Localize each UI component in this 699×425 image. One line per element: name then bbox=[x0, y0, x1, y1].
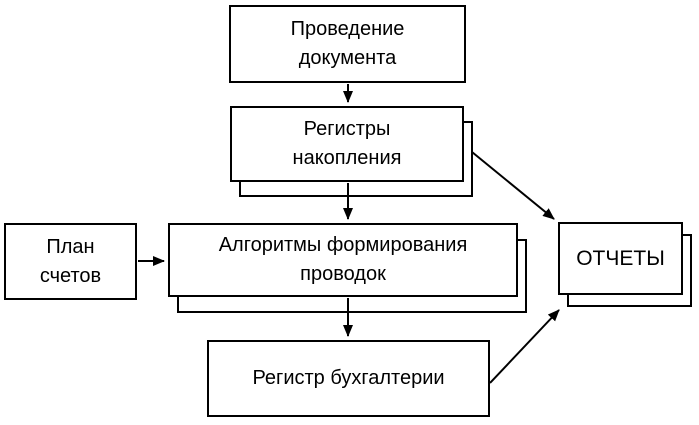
edge-ledger-to-reports-arrow bbox=[489, 309, 560, 384]
reports-label: ОТЧЕТЫ bbox=[576, 247, 665, 270]
accum-registers-label-line2: накопления bbox=[292, 147, 402, 169]
accounting-register-node: Регистр бухгалтерии bbox=[207, 340, 490, 417]
chart-of-accounts-label-line1: План bbox=[46, 235, 95, 258]
chart-of-accounts-label-line2: счетов bbox=[39, 264, 102, 287]
edge-accum-to-reports-arrow bbox=[471, 151, 555, 220]
accum-registers-label-line1: Регистры bbox=[303, 118, 391, 140]
accounting-register-label: Регистр бухгалтерии bbox=[252, 367, 445, 389]
chart-of-accounts-node: План счетов bbox=[4, 223, 137, 300]
reports-node: ОТЧЕТЫ bbox=[558, 222, 683, 295]
document-posting-node: Проведение документа bbox=[229, 5, 466, 83]
posting-algorithms-label-line1: Алгоритмы формирования bbox=[218, 234, 468, 256]
document-posting-label-line1: Проведение bbox=[290, 18, 405, 40]
accum-registers-node: Регистры накопления bbox=[230, 106, 464, 182]
document-posting-label-line2: документа bbox=[298, 47, 397, 69]
posting-algorithms-node: Алгоритмы формирования проводок bbox=[168, 223, 518, 297]
posting-algorithms-label-line2: проводок bbox=[300, 263, 386, 285]
